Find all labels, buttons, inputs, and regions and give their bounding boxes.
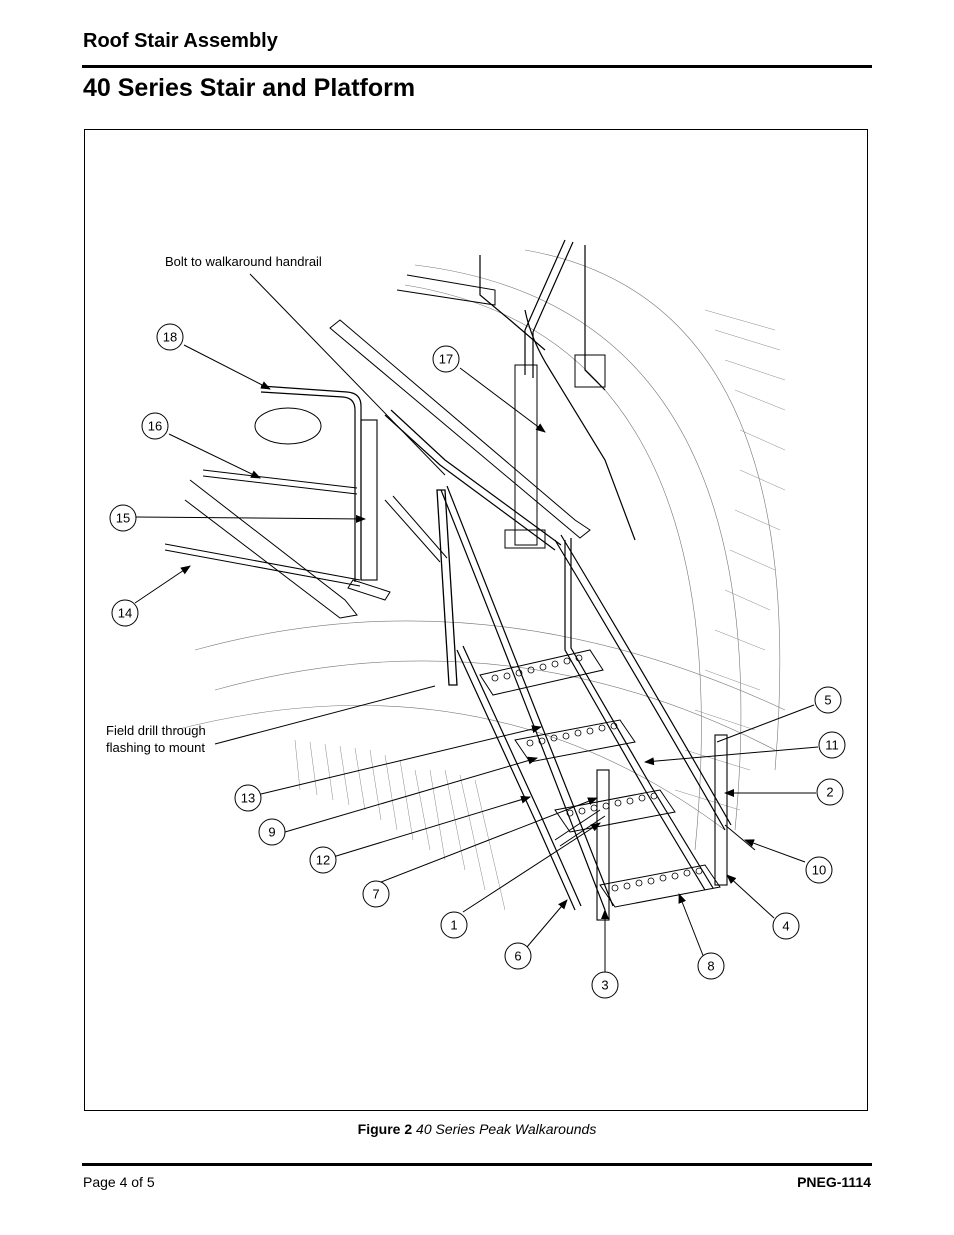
callout-7: 7 (362, 880, 390, 908)
callout-12: 12 (309, 846, 337, 874)
callout-6: 6 (504, 942, 532, 970)
note-field-drill-line1: Field drill through (106, 723, 206, 738)
stair-tread-2 (514, 719, 636, 763)
platform-walkaround (164, 385, 391, 619)
page-title: 40 Series Stair and Platform (83, 74, 416, 102)
svg-text:9: 9 (268, 825, 275, 840)
stair-assembly (436, 485, 756, 921)
header-rule (82, 65, 872, 68)
svg-text:10: 10 (812, 863, 826, 878)
callout-1: 1 (440, 911, 468, 939)
callout-9: 9 (258, 818, 286, 846)
caption-label: Figure 2 (357, 1121, 413, 1137)
callout-16: 16 (141, 412, 169, 440)
callout-14: 14 (111, 599, 139, 627)
svg-text:1: 1 (450, 918, 457, 933)
callout-18: 18 (156, 323, 184, 351)
stair-drawing: Bolt to walkaround handrail Field drill … (106, 239, 846, 999)
note-field-drill-line2: flashing to mount (106, 740, 205, 755)
figure-frame: Bolt to walkaround handrail Field drill … (84, 129, 868, 1111)
callout-4: 4 (772, 912, 800, 940)
caption-text: 40 Series Peak Walkarounds (416, 1121, 597, 1137)
leader-lines (134, 273, 819, 972)
footer-rule (82, 1163, 872, 1166)
svg-text:4: 4 (782, 919, 789, 934)
svg-text:8: 8 (707, 959, 714, 974)
stair-tread-3 (554, 789, 676, 833)
svg-text:11: 11 (825, 738, 839, 753)
callout-5: 5 (814, 686, 842, 714)
svg-text:6: 6 (514, 949, 521, 964)
svg-text:12: 12 (316, 853, 330, 868)
svg-text:17: 17 (439, 352, 453, 367)
callout-15: 15 (109, 504, 137, 532)
svg-text:5: 5 (824, 693, 831, 708)
svg-text:16: 16 (148, 419, 162, 434)
callout-3: 3 (591, 971, 619, 999)
callout-13: 13 (234, 784, 262, 812)
roof-surface (174, 249, 786, 911)
stair-tread-4 (599, 864, 721, 908)
callout-2: 2 (816, 778, 844, 806)
callout-10: 10 (805, 856, 833, 884)
svg-text:2: 2 (826, 785, 833, 800)
callout-17: 17 (432, 345, 460, 373)
note-bolt-to-handrail: Bolt to walkaround handrail (165, 254, 322, 269)
svg-text:15: 15 (116, 511, 130, 526)
svg-text:13: 13 (241, 791, 255, 806)
upper-rails (329, 239, 636, 563)
svg-text:3: 3 (601, 978, 608, 993)
section-heading: Roof Stair Assembly (83, 30, 278, 52)
callout-8: 8 (697, 952, 725, 980)
figure-caption: Figure 2 40 Series Peak Walkarounds (0, 1121, 954, 1137)
document-id: PNEG-1114 (797, 1174, 871, 1190)
svg-text:14: 14 (118, 606, 132, 621)
svg-text:18: 18 (163, 330, 177, 345)
svg-text:7: 7 (372, 887, 379, 902)
page-number: Page 4 of 5 (83, 1174, 155, 1190)
stair-tread-1 (479, 649, 604, 696)
callout-11: 11 (818, 731, 846, 759)
